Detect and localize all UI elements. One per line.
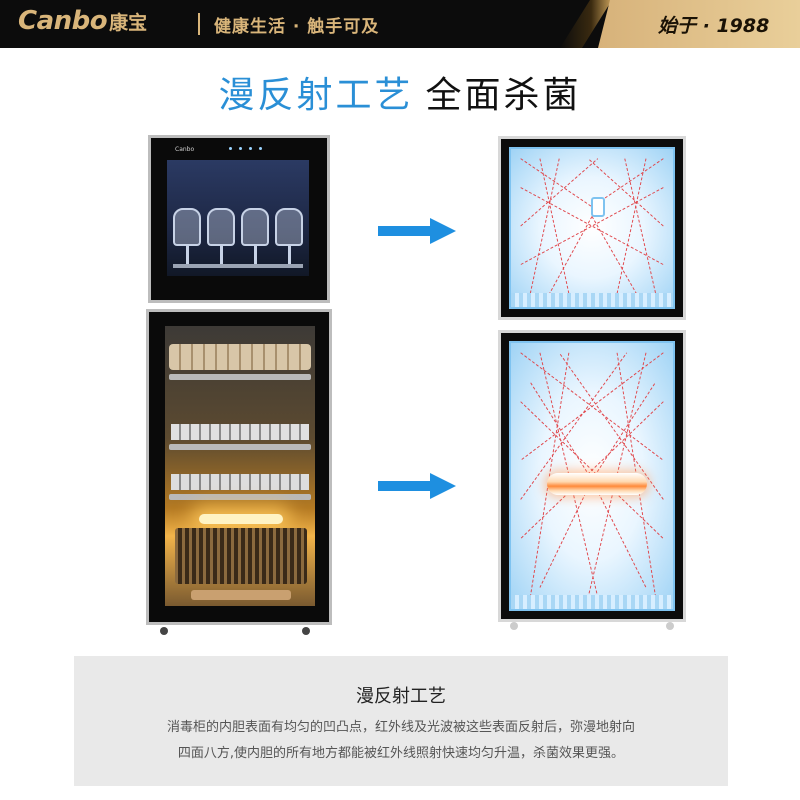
shelf: [169, 444, 311, 450]
product-cabinet-photo: Canbo: [146, 133, 332, 635]
brand-logo: Canbo 康宝: [18, 6, 147, 42]
upper-interior: [167, 160, 309, 276]
title-highlight: 漫反射工艺: [218, 75, 414, 116]
base-tray: [191, 590, 291, 600]
title-main: 全面杀菌: [425, 75, 582, 116]
since-badge: [598, 0, 800, 48]
diagram-floor: [511, 293, 673, 307]
heating-lamp-glow: [199, 514, 283, 524]
caster-wheel: [302, 627, 310, 635]
wine-glass: [275, 208, 303, 246]
glass-rack: [173, 264, 303, 268]
arrow-right-icon: [378, 473, 458, 499]
arrow-right-icon: [378, 218, 458, 244]
diffuse-diagram-lower: [498, 330, 686, 622]
cups-row: [169, 344, 311, 370]
page-title: 漫反射工艺全面杀菌: [0, 66, 800, 118]
header-slogan: 健康生活 · 触手可及: [214, 17, 380, 37]
shelf: [169, 374, 311, 380]
caster-wheel: [160, 627, 168, 635]
header-divider: [198, 13, 200, 35]
caption-line-1: 消毒柜的内胆表面有均匀的凹凸点，红外线及光波被这些表面反射后，弥漫地射向: [166, 720, 635, 735]
shelf: [169, 494, 311, 500]
diagram-interior: [509, 341, 675, 611]
logo-cn: 康宝: [109, 12, 148, 34]
bowls-row: [171, 474, 309, 490]
caster-wheel: [666, 622, 674, 630]
diffuse-diagram-upper: [498, 136, 686, 320]
caption-line-2: 四面八方,使内胆的所有地方都能被红外线照射快速均匀升温，杀菌效果更强。: [177, 746, 625, 761]
since-text: 始于 · 1988: [658, 15, 770, 37]
upper-compartment: Canbo: [148, 135, 330, 303]
infrared-lamp: [547, 473, 647, 495]
caster-wheel: [510, 622, 518, 630]
wine-glass: [173, 208, 201, 246]
diagram-floor: [511, 595, 673, 609]
plates-rack: [175, 528, 307, 584]
bowls-row: [171, 424, 309, 440]
lower-compartment: [146, 309, 332, 625]
reflection-rays: [520, 158, 664, 294]
caption-title: 漫反射工艺: [356, 686, 446, 707]
header-bar: Canbo 康宝 健康生活 · 触手可及 始于 · 1988: [0, 0, 800, 48]
wine-glass: [241, 208, 269, 246]
lower-interior: [165, 326, 315, 606]
logo-en: Canbo: [18, 6, 108, 36]
wine-glass: [207, 208, 235, 246]
diagram-interior: [509, 147, 675, 309]
control-panel: [229, 147, 269, 151]
caption-box: 漫反射工艺 消毒柜的内胆表面有均匀的凹凸点，红外线及光波被这些表面反射后，弥漫地…: [74, 656, 728, 786]
cabinet-brand: Canbo: [175, 146, 195, 153]
uv-sensor: [591, 197, 605, 217]
